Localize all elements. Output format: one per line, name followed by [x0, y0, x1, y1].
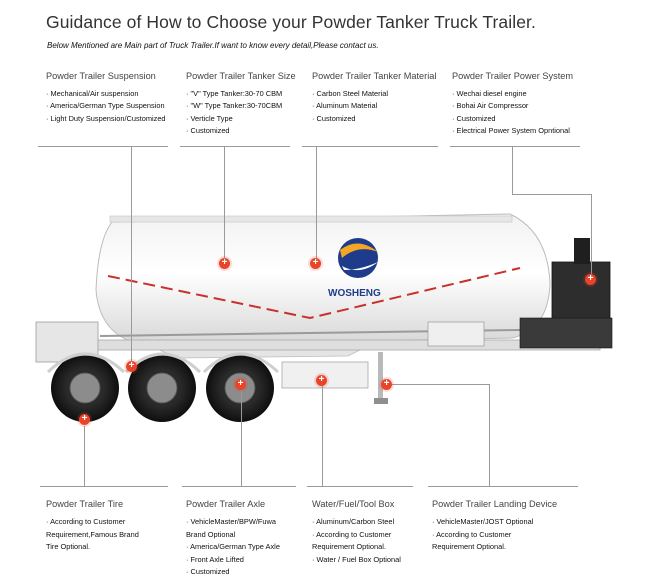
section-heading: Powder Trailer Suspension	[46, 71, 156, 81]
section-landing-device: Powder Trailer Landing Device · VehicleM…	[432, 499, 557, 554]
section-item: · According to Customer	[312, 529, 392, 539]
section-item: · Mechanical/Air suspension	[46, 89, 139, 98]
section-heading: Powder Trailer Tanker Material	[312, 71, 437, 81]
section-item: · VehicleMaster/BPW/Fuwa	[186, 517, 276, 526]
divider-line	[302, 146, 438, 147]
section-item: · Water / Fuel Box Optional	[312, 554, 401, 564]
section-axle: Powder Trailer Axle · VehicleMaster/BPW/…	[186, 499, 280, 579]
section-heading: Water/Fuel/Tool Box	[312, 499, 395, 509]
logo-swoosh	[342, 262, 378, 271]
divider-line	[40, 486, 168, 487]
tool-box	[427, 321, 485, 347]
connector-line	[316, 146, 317, 262]
section-power-system: Powder Trailer Power System · Wechai die…	[452, 71, 573, 138]
hotspot-power-system[interactable]	[585, 273, 596, 285]
section-item: · Carbon Steel Material	[312, 89, 388, 98]
section-heading: Powder Trailer Power System	[452, 71, 574, 81]
chassis-frame	[39, 339, 601, 351]
hotspot-axle[interactable]	[235, 378, 246, 390]
hotspot-tool-box[interactable]	[316, 374, 327, 386]
section-item: · Customized	[312, 113, 356, 123]
section-item: · According to Customer	[46, 517, 126, 526]
section-heading: Powder Trailer Landing Device	[432, 499, 558, 509]
hotspot-tanker-size[interactable]	[219, 257, 230, 269]
connector-line	[591, 194, 592, 276]
section-item: · Customized	[186, 126, 230, 136]
connector-line	[241, 390, 242, 486]
section-item: · "W" Type Tanker:30-70CBM	[186, 101, 283, 111]
section-heading: Powder Trailer Axle	[186, 499, 266, 509]
section-item: · America/German Type Axle	[186, 542, 280, 552]
section-item: Brand Optional	[186, 529, 236, 539]
logo-swoosh	[340, 243, 378, 258]
hotspot-tire[interactable]	[79, 413, 90, 425]
power-unit	[551, 261, 611, 323]
divider-line	[450, 146, 580, 147]
page-title: Guidance of How to Choose your Powder Ta…	[46, 12, 536, 32]
section-heading: Powder Trailer Tire	[46, 499, 124, 509]
section-item: Requirement Optional.	[432, 542, 506, 552]
divider-line	[180, 146, 290, 147]
compressor	[519, 317, 613, 349]
section-item: · VehicleMaster/JOST Optional	[432, 517, 534, 526]
section-item: Requirement Optional.	[312, 542, 386, 552]
connector-line	[512, 194, 592, 195]
section-item: · America/German Type Suspension	[46, 101, 165, 111]
divider-line	[307, 486, 413, 487]
hotspot-landing-device[interactable]	[381, 378, 392, 390]
divider-line	[428, 486, 578, 487]
section-item: · According to Customer	[432, 529, 512, 539]
landing-leg	[378, 352, 383, 398]
divider-line	[38, 146, 168, 147]
connector-line	[131, 146, 132, 364]
section-item: · Bohai Air Compressor	[452, 101, 529, 111]
connector-line	[388, 384, 489, 385]
section-item: · Aluminum/Carbon Steel	[312, 517, 395, 526]
brand-name: WOSHENG	[328, 288, 381, 299]
hotspot-suspension[interactable]	[126, 360, 137, 372]
section-item: Requirement,Famous Brand	[46, 529, 139, 539]
section-tanker-material: Powder Trailer Tanker Material · Carbon …	[312, 71, 436, 125]
landing-foot	[374, 398, 388, 404]
section-item: · Customized	[452, 113, 496, 123]
section-item: · Verticle Type	[186, 113, 233, 123]
connector-line	[512, 146, 513, 194]
section-item: · "V" Type Tanker:30-70 CBM	[186, 89, 283, 98]
divider-line	[182, 486, 296, 487]
section-heading: Powder Trailer Tanker Size	[186, 71, 296, 81]
mudguard	[46, 352, 126, 374]
connector-line	[489, 384, 490, 486]
top-walkway	[109, 215, 513, 223]
tire-group	[51, 354, 274, 422]
wheel-hub	[69, 372, 101, 404]
reflective-stripe	[107, 267, 521, 320]
section-tool-box: Water/Fuel/Tool Box · Aluminum/Carbon St…	[312, 499, 401, 566]
section-item: · Electrical Power System Opntional	[452, 126, 570, 136]
section-item: · Wechai diesel engine	[452, 89, 527, 98]
section-item: · Aluminum Material	[312, 101, 378, 111]
section-item: · Light Duty Suspension/Customized	[46, 113, 166, 123]
connector-line	[322, 386, 323, 486]
connector-line	[224, 146, 225, 258]
exhaust-stack	[574, 238, 590, 264]
section-item: Tire Optional.	[46, 542, 91, 552]
section-tire: Powder Trailer Tire · According to Custo…	[46, 499, 139, 554]
section-item: · Front Axle Lifted	[186, 554, 244, 564]
brand-logo	[338, 238, 378, 278]
hotspot-tanker-material[interactable]	[310, 257, 321, 269]
tank-body	[95, 213, 551, 347]
water-box	[281, 361, 369, 389]
mudguard	[202, 352, 280, 374]
connector-line	[84, 426, 85, 486]
wheel-hub	[146, 372, 178, 404]
section-tanker-size: Powder Trailer Tanker Size · "V" Type Ta…	[186, 71, 296, 138]
section-item: · Customized	[186, 567, 230, 577]
page-subtitle: Below Mentioned are Main part of Truck T…	[47, 41, 379, 50]
section-suspension: Powder Trailer Suspension · Mechanical/A…	[46, 71, 166, 125]
